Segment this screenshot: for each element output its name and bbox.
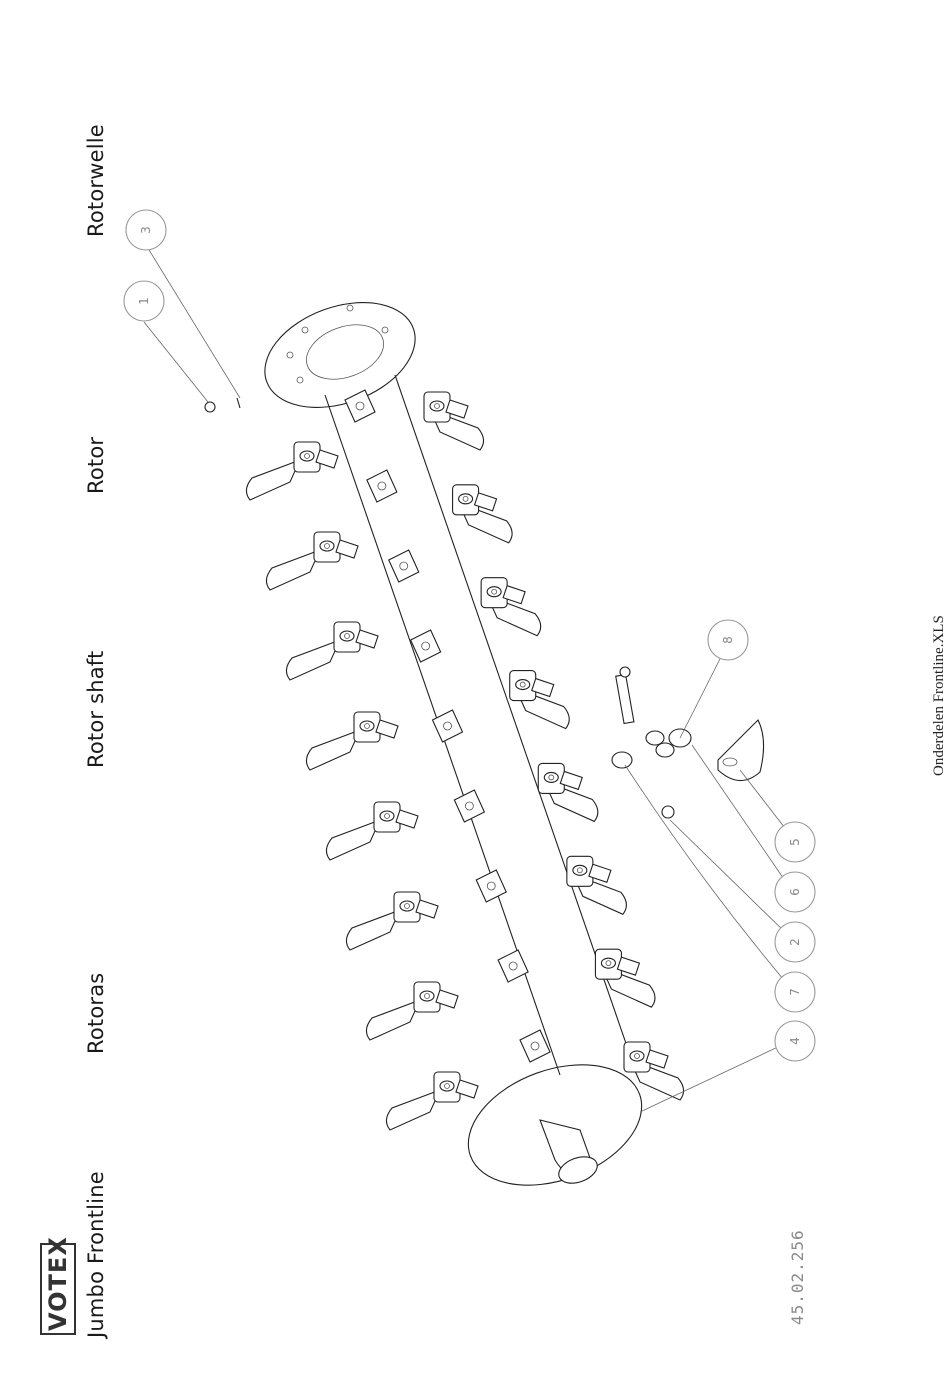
flail-blade [326,802,418,860]
svg-text:3: 3 [139,226,153,234]
flail-blade [266,532,358,590]
flail-blade [538,763,598,821]
svg-text:4: 4 [788,1037,802,1045]
blade-bracket [498,950,528,982]
callout-2: 2 [775,922,815,962]
flail-blade [286,622,378,680]
blade-bracket [520,1030,550,1062]
flail-blade [246,442,338,500]
blade-bracket [367,470,397,502]
svg-text:6: 6 [788,888,802,896]
callout-4: 4 [775,1021,815,1061]
flail-blade [453,485,513,543]
flail-blade [567,856,627,914]
blade-bracket [454,790,484,822]
flail-blade [386,1072,478,1130]
svg-text:5: 5 [788,838,802,846]
flail-blade [481,578,541,636]
flail-blade [306,712,398,770]
svg-text:7: 7 [788,988,802,996]
svg-text:2: 2 [788,938,802,946]
callout-1: 1 [124,281,164,321]
flail-blade [510,671,570,729]
flail-blade [424,392,484,450]
top-flange [250,283,429,427]
flail-blade [366,982,458,1040]
leader-lines [144,245,788,1112]
svg-text:1: 1 [137,297,151,305]
flail-blade [346,892,438,950]
callout-7: 7 [775,972,815,1012]
flail-blade [595,949,655,1007]
svg-text:8: 8 [721,636,735,644]
callout-6: 6 [775,872,815,912]
callout-5: 5 [775,822,815,862]
blade-bracket [433,710,463,742]
blade-bracket [389,550,419,582]
blade-bracket [476,870,506,902]
callout-8: 8 [708,620,748,660]
callout-3: 3 [126,210,166,250]
